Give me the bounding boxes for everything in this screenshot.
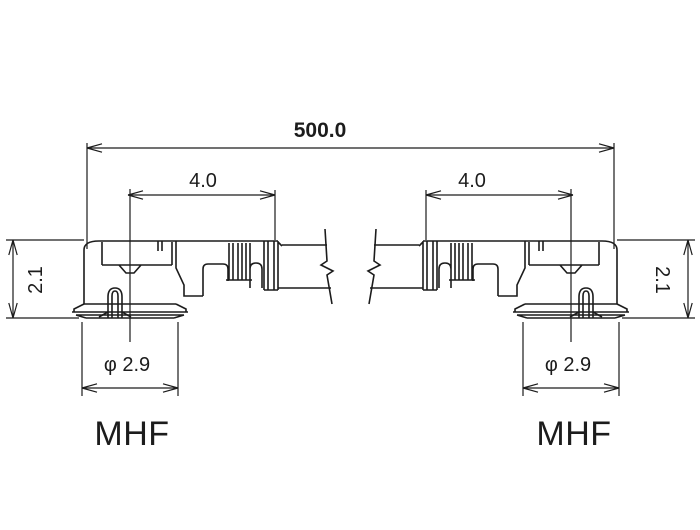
- overall-length-dimension: [86, 143, 615, 153]
- right-height-label: 2.1: [651, 266, 673, 294]
- right-diameter-label: φ 2.9: [545, 354, 591, 376]
- right-connector-length-label: 4.0: [458, 170, 486, 192]
- right-connector-name: MHF: [536, 415, 611, 453]
- overall-length-label: 500.0: [294, 119, 347, 142]
- left-height-label: 2.1: [25, 266, 47, 294]
- left-diameter-label: φ 2.9: [104, 354, 150, 376]
- left-connector-length-label: 4.0: [189, 170, 217, 192]
- right-connector-drawing: [368, 143, 695, 396]
- left-connector-name: MHF: [94, 415, 169, 453]
- left-connector-drawing: [6, 143, 333, 396]
